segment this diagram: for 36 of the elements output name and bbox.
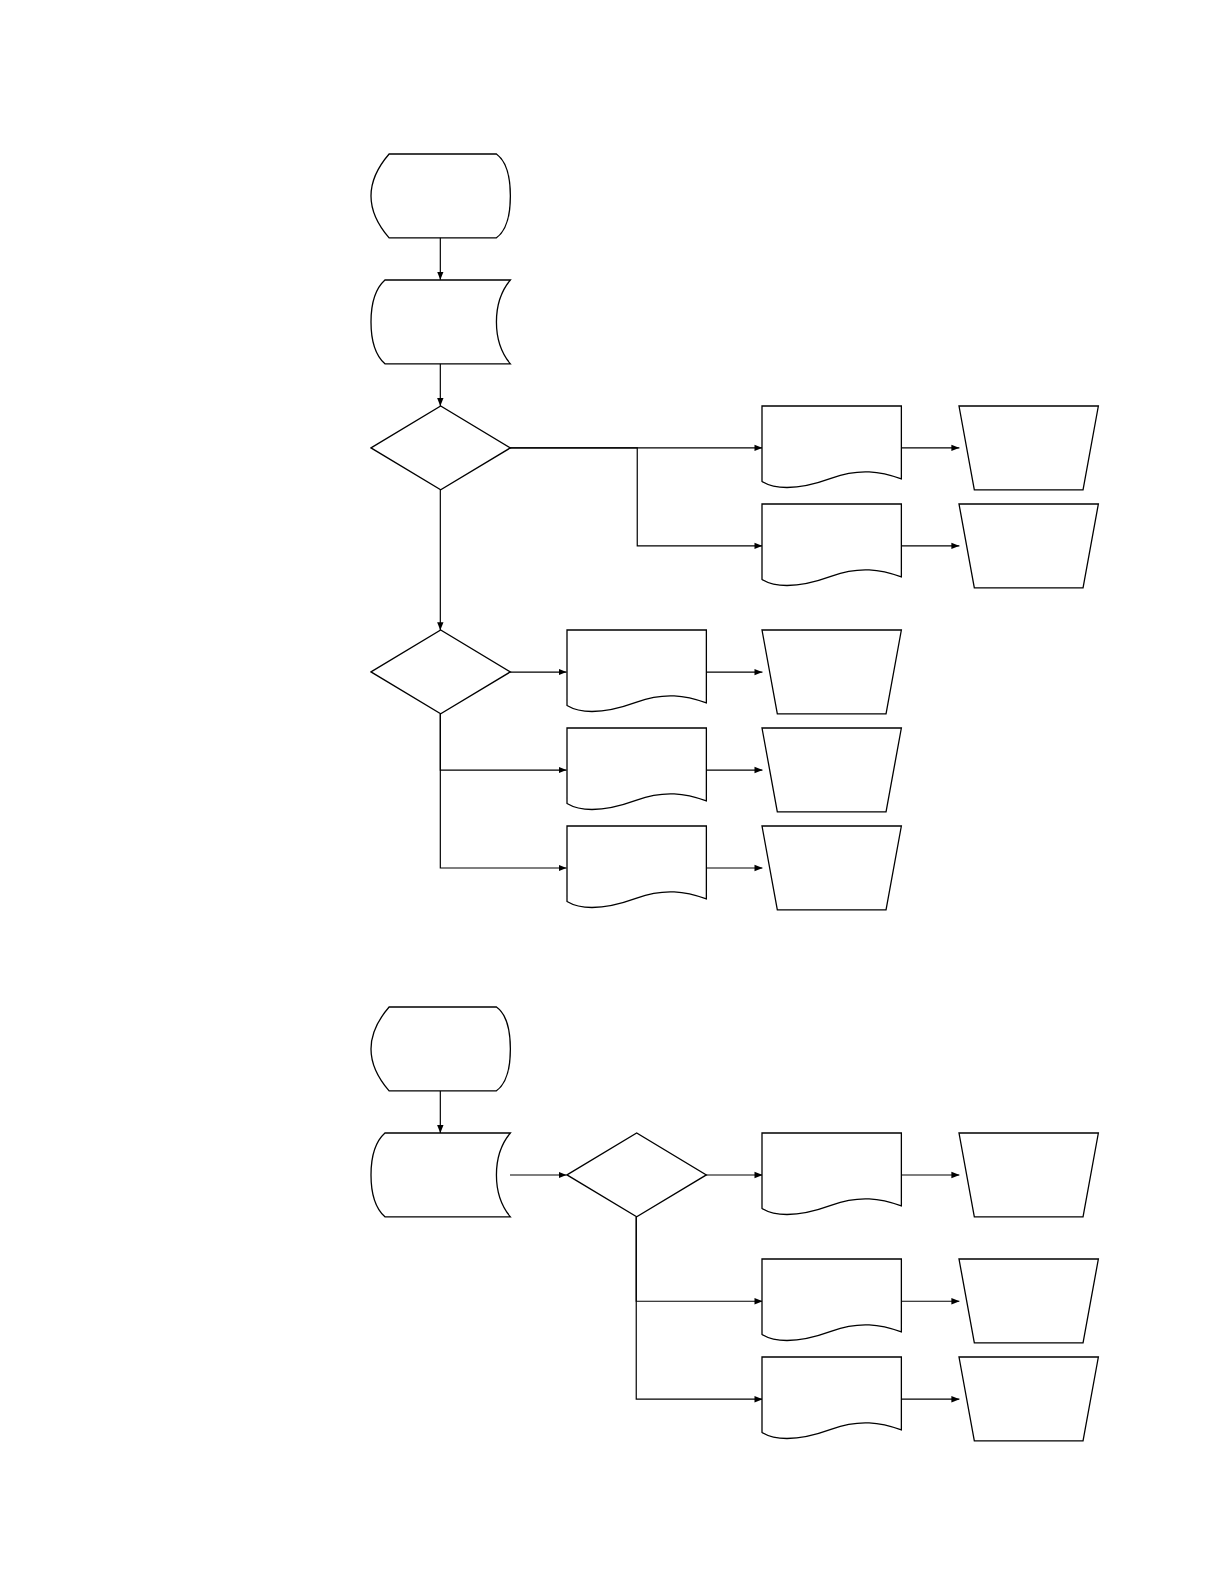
decision-diamond <box>370 630 510 714</box>
document-shape <box>566 630 706 714</box>
manual-operation-shape <box>959 1357 1099 1442</box>
manual-operation-shape <box>762 728 902 812</box>
manual-operation-shape <box>762 630 902 714</box>
arrow <box>901 542 960 550</box>
manual-operation-shape <box>959 503 1099 588</box>
display-shape <box>370 153 510 238</box>
document-shape <box>762 405 902 490</box>
document-shape <box>762 1133 902 1217</box>
decision-diamond <box>370 405 510 490</box>
arrow <box>437 236 444 281</box>
stored-data-shape <box>370 1133 510 1217</box>
arrow <box>705 668 764 676</box>
manual-operation-shape <box>959 405 1099 490</box>
manual-operation-shape <box>959 1133 1099 1217</box>
document-shape <box>566 728 706 812</box>
manual-operation-shape <box>762 826 902 910</box>
arrow <box>437 362 444 407</box>
document-shape <box>566 826 706 910</box>
arrow <box>437 1090 444 1134</box>
manual-operation-shape <box>959 1259 1099 1344</box>
arrow <box>705 766 764 774</box>
decision-diamond <box>566 1133 706 1217</box>
arrow <box>901 444 960 452</box>
arrow <box>437 489 444 631</box>
arrow <box>901 1298 960 1305</box>
arrow <box>705 864 764 872</box>
arrow <box>901 1171 960 1179</box>
stored-data-shape <box>370 279 510 364</box>
document-shape <box>762 1259 902 1344</box>
arrow <box>509 1171 568 1179</box>
document-shape <box>762 503 902 588</box>
arrow <box>901 1396 960 1403</box>
display-shape <box>370 1006 510 1091</box>
document-shape <box>762 1357 902 1442</box>
